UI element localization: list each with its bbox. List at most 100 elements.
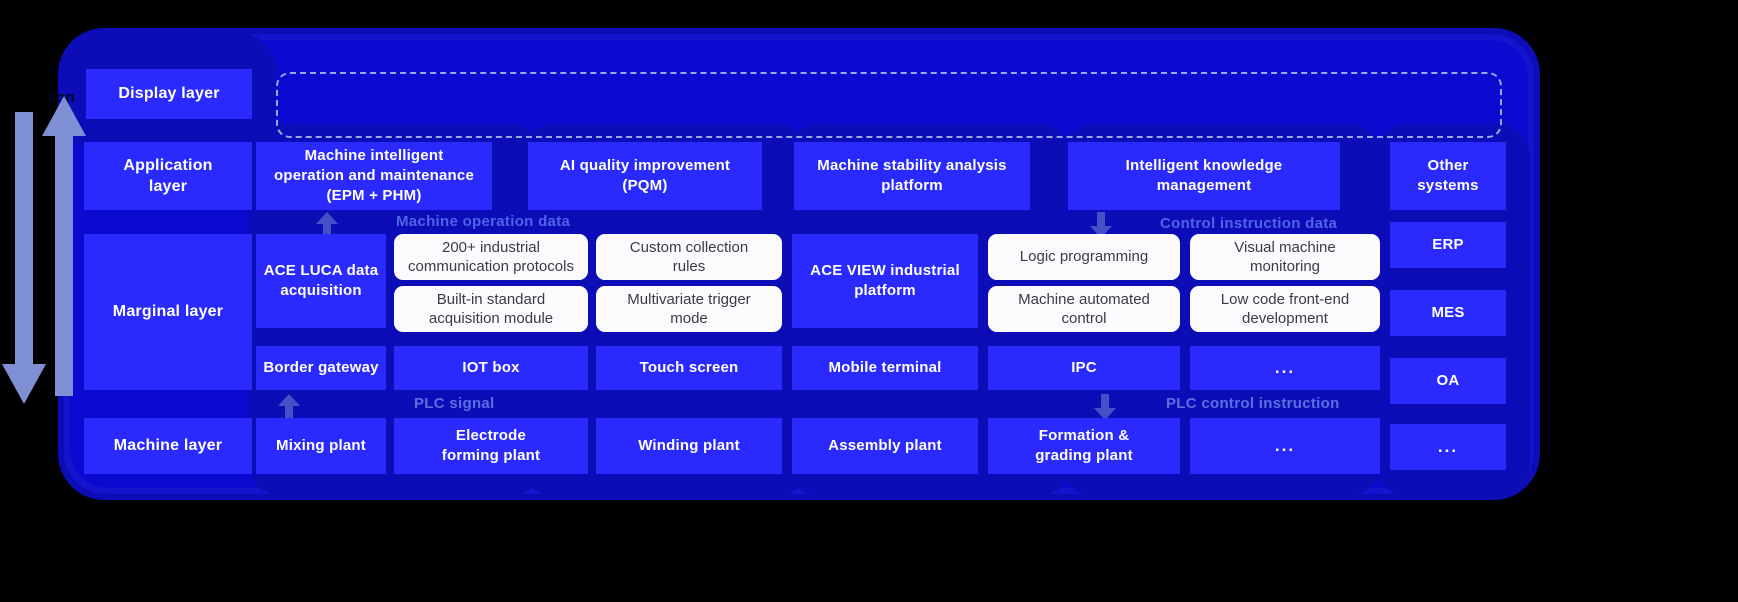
marginal-right-card-1-line2: monitoring [1249, 258, 1321, 275]
marginal-right-platform[interactable]: ACE VIEW industrial platform [792, 234, 978, 328]
marginal-right-card-0-line1: Logic programming [1019, 248, 1149, 266]
marginal-left-card-2[interactable]: Built-in standard acquisition module [394, 286, 588, 332]
machine-item-1-line1: Electrode [455, 427, 527, 445]
band-label-plc-control-instruction: PLC control instruction [1166, 395, 1340, 412]
plc-down-arrow [1094, 394, 1116, 425]
machine-item-4-line2: grading plant [1035, 447, 1133, 464]
edge-cut-text: tion [47, 89, 75, 106]
device-item-2[interactable]: Touch screen [596, 346, 782, 390]
machine-item-2[interactable]: Winding plant [596, 418, 782, 474]
layer-label-application: Application layer [84, 142, 252, 210]
marginal-left-card-0-line1: 200+ industrial [442, 238, 540, 256]
device-item-4[interactable]: IPC [988, 346, 1180, 390]
application-item-0-line3: (EPM + PHM) [326, 186, 422, 204]
marginal-left-platform[interactable]: ACE LUCA data acquisition [256, 234, 386, 328]
external-item-0-line2: systems [1417, 177, 1479, 194]
machine-item-0[interactable]: Mixing plant [256, 418, 386, 474]
layer-label-display-text: Display layer [118, 85, 220, 103]
application-item-1[interactable]: AI quality improvement (PQM) [528, 142, 762, 210]
machine-item-4[interactable]: Formation & grading plant [988, 418, 1180, 474]
device-item-4-text: IPC [1071, 359, 1097, 377]
machine-item-2-line1: Winding plant [638, 437, 740, 455]
up-arrow [42, 96, 86, 396]
machine-item-4-line1: Formation & [1038, 427, 1130, 445]
band-label-machine-operation-data: Machine operation data [396, 213, 571, 230]
marginal-right-platform-line1: ACE VIEW industrial [810, 262, 960, 280]
external-item-1[interactable]: ERP [1390, 222, 1506, 268]
device-item-5[interactable]: ... [1190, 346, 1380, 390]
machine-item-5[interactable]: ... [1190, 418, 1380, 474]
marginal-left-card-1-line2: rules [672, 258, 706, 275]
machine-item-1[interactable]: Electrode forming plant [394, 418, 588, 474]
band-label-control-instruction-data: Control instruction data [1160, 215, 1338, 232]
application-item-2-line1: Machine stability analysis [817, 157, 1007, 175]
application-item-2[interactable]: Machine stability analysis platform [794, 142, 1030, 210]
marginal-left-platform-line1: ACE LUCA data [263, 262, 379, 280]
external-item-3[interactable]: OA [1390, 358, 1506, 404]
layer-label-marginal: Marginal layer [84, 234, 252, 390]
machine-item-1-line2: forming plant [441, 447, 541, 464]
band-up-arrow-left [316, 212, 338, 243]
external-item-2[interactable]: MES [1390, 290, 1506, 336]
device-item-0[interactable]: Border gateway [256, 346, 386, 390]
device-item-5-text: ... [1274, 357, 1296, 377]
layer-label-machine-text: Machine layer [113, 437, 223, 455]
marginal-left-platform-line2: acquisition [280, 282, 362, 299]
external-item-2-line1: MES [1431, 304, 1465, 322]
display-scope-dashed-outline [276, 72, 1502, 138]
application-item-0[interactable]: Machine intelligent operation and mainte… [256, 142, 492, 210]
external-item-0[interactable]: Other systems [1390, 142, 1506, 210]
external-item-0-line1: Other [1427, 157, 1469, 175]
application-item-0-line1: Machine intelligent [304, 147, 444, 165]
device-item-3[interactable]: Mobile terminal [792, 346, 978, 390]
marginal-right-card-2[interactable]: Machine automated control [988, 286, 1180, 332]
application-item-1-line2: (PQM) [622, 177, 668, 194]
application-item-1-line1: AI quality improvement [559, 157, 731, 175]
application-item-2-line2: platform [881, 177, 943, 194]
marginal-left-card-1-line1: Custom collection [629, 238, 749, 256]
marginal-right-card-3[interactable]: Low code front-end development [1190, 286, 1380, 332]
layer-label-application-line1: Application [123, 156, 213, 174]
external-item-3-line1: OA [1436, 372, 1460, 390]
device-item-0-text: Border gateway [263, 359, 379, 377]
machine-item-3-line1: Assembly plant [828, 437, 942, 455]
device-item-1[interactable]: IOT box [394, 346, 588, 390]
external-item-4-line1: ... [1437, 436, 1459, 456]
layer-label-application-line2: layer [148, 178, 188, 195]
marginal-left-card-3-line1: Multivariate trigger [627, 290, 751, 308]
device-item-2-text: Touch screen [639, 359, 739, 377]
marginal-left-card-0-line2: communication protocols [408, 258, 574, 275]
marginal-left-card-2-line2: acquisition module [428, 310, 554, 327]
device-item-1-text: IOT box [462, 359, 520, 377]
marginal-right-card-2-line2: control [1061, 310, 1107, 327]
application-item-3-line2: management [1156, 177, 1252, 194]
marginal-right-card-3-line1: Low code front-end [1220, 290, 1350, 308]
band-down-arrow-right [1090, 212, 1112, 243]
marginal-left-card-0[interactable]: 200+ industrial communication protocols [394, 234, 588, 280]
plc-up-arrow [278, 394, 300, 425]
marginal-right-platform-line2: platform [854, 282, 916, 299]
marginal-left-card-3[interactable]: Multivariate trigger mode [596, 286, 782, 332]
application-item-3[interactable]: Intelligent knowledge management [1068, 142, 1340, 210]
application-item-3-line1: Intelligent knowledge [1125, 157, 1283, 175]
application-item-0-line2: operation and maintenance [273, 167, 475, 185]
layer-label-machine: Machine layer [84, 418, 252, 474]
layer-label-display: Display layer [86, 69, 252, 119]
marginal-right-card-1-line1: Visual machine [1234, 238, 1336, 256]
marginal-right-card-1[interactable]: Visual machine monitoring [1190, 234, 1380, 280]
layer-label-marginal-text: Marginal layer [112, 303, 224, 321]
external-item-4[interactable]: ... [1390, 424, 1506, 470]
down-arrow [2, 112, 46, 412]
marginal-right-card-0[interactable]: Logic programming [988, 234, 1180, 280]
device-item-3-text: Mobile terminal [828, 359, 942, 377]
marginal-right-card-3-line2: development [1242, 310, 1328, 327]
marginal-left-card-2-line1: Built-in standard [436, 290, 546, 308]
left-right-arrow [1334, 164, 1378, 198]
machine-item-3[interactable]: Assembly plant [792, 418, 978, 474]
machine-item-5-line1: ... [1274, 435, 1296, 455]
band-label-plc-signal: PLC signal [414, 395, 495, 412]
external-item-1-line1: ERP [1432, 236, 1464, 254]
marginal-left-card-1[interactable]: Custom collection rules [596, 234, 782, 280]
marginal-right-card-2-line1: Machine automated [1018, 290, 1150, 308]
